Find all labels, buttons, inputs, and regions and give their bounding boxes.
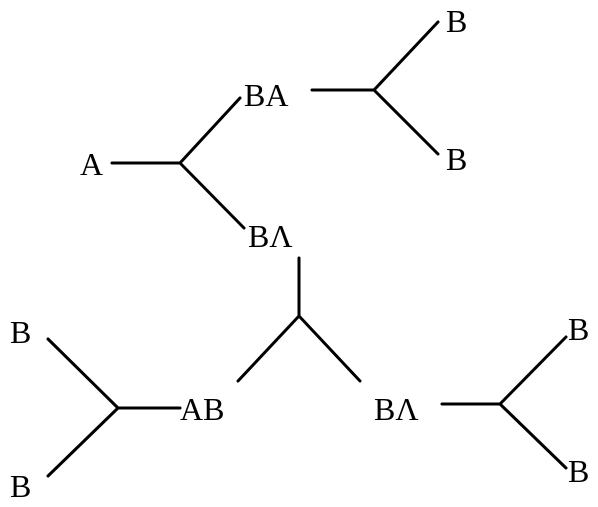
bond-node1-to-ba-center — [178, 161, 246, 230]
bond-node4-to-b-left-bottom — [46, 406, 120, 478]
bond-node1-to-ba-top — [178, 96, 242, 165]
bond-node5-to-b-far-right-top — [498, 335, 568, 406]
bond-node3-to-ba-right — [297, 314, 362, 383]
atom-labels: B BA B A BΛ B AB BΛ B B B — [10, 3, 589, 504]
bond-node2-to-b-mid — [372, 88, 440, 156]
label-b-left-bottom: B — [10, 468, 31, 504]
label-b-mid-right: B — [446, 141, 467, 177]
label-ba-right: BΛ — [374, 391, 419, 427]
label-ba-center: BΛ — [248, 218, 293, 254]
bond-lines — [46, 20, 568, 478]
label-b-top-right: B — [446, 3, 467, 39]
label-b-far-right-bottom: B — [568, 453, 589, 489]
label-ab-left: AB — [180, 391, 224, 427]
label-ba-top: BA — [244, 77, 288, 113]
label-a-left: A — [80, 146, 103, 182]
label-b-far-right-top: B — [568, 311, 589, 347]
bond-node4-to-b-left-top — [46, 337, 120, 410]
label-b-left-top: B — [10, 314, 31, 350]
bond-node2-to-b-top — [372, 20, 440, 92]
bond-node3-to-ab — [236, 314, 301, 383]
bond-node5-to-b-far-right-bottom — [498, 402, 568, 470]
